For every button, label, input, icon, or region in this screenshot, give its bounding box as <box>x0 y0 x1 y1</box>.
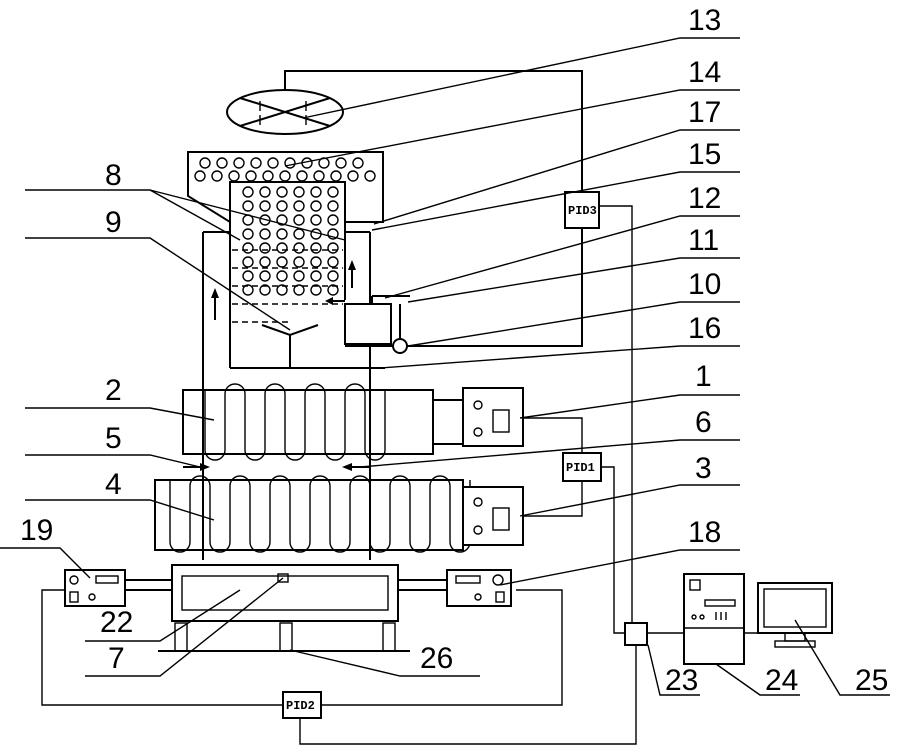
particle <box>348 171 358 181</box>
particle <box>294 229 304 239</box>
particle <box>260 271 270 281</box>
particle <box>294 257 304 267</box>
particle <box>294 285 304 295</box>
particle <box>311 271 321 281</box>
label-4: 4 <box>105 468 122 501</box>
leader-lines <box>0 38 890 695</box>
label-11: 11 <box>688 224 719 257</box>
particle <box>311 187 321 197</box>
label-26: 26 <box>420 642 453 675</box>
particle <box>243 229 253 239</box>
particle <box>260 201 270 211</box>
particle <box>294 187 304 197</box>
particle <box>260 243 270 253</box>
label-9: 9 <box>105 206 122 239</box>
particle <box>294 215 304 225</box>
column <box>203 182 385 380</box>
label-8: 8 <box>105 159 122 192</box>
label-19: 19 <box>20 514 53 547</box>
label-3: 3 <box>695 452 712 485</box>
label-18: 18 <box>688 516 721 549</box>
particle <box>243 215 253 225</box>
heater-coil-2 <box>183 384 523 460</box>
particle <box>328 271 338 281</box>
particle <box>263 171 273 181</box>
particle <box>243 271 253 281</box>
particle <box>328 187 338 197</box>
pid2-label: PID2 <box>286 699 315 713</box>
particle <box>217 158 227 168</box>
pid1-label: PID1 <box>566 461 595 475</box>
label-15: 15 <box>688 138 721 171</box>
particle <box>331 171 341 181</box>
particle <box>243 187 253 197</box>
particle <box>311 257 321 267</box>
particle <box>311 243 321 253</box>
flow-arrows-5-6 <box>183 380 370 560</box>
particle <box>277 229 287 239</box>
particle <box>328 215 338 225</box>
particle <box>353 158 363 168</box>
particle <box>243 243 253 253</box>
particle <box>319 158 329 168</box>
converter-23 <box>625 623 647 645</box>
particle <box>277 243 287 253</box>
label-17: 17 <box>688 96 721 129</box>
particle <box>243 201 253 211</box>
pid3-label: PID3 <box>568 204 597 218</box>
particle <box>314 171 324 181</box>
label-16: 16 <box>688 312 721 345</box>
particle <box>328 243 338 253</box>
label-5: 5 <box>105 422 122 455</box>
computer-25 <box>758 583 832 647</box>
label-1: 1 <box>695 360 712 393</box>
particle <box>297 171 307 181</box>
label-25: 25 <box>855 664 888 697</box>
label-22: 22 <box>100 606 133 639</box>
particle <box>328 201 338 211</box>
label-24: 24 <box>765 664 798 697</box>
particle <box>277 187 287 197</box>
particle <box>195 171 205 181</box>
particle <box>277 271 287 281</box>
particle <box>234 158 244 168</box>
label-14: 14 <box>688 56 721 89</box>
particle <box>280 171 290 181</box>
particle <box>294 271 304 281</box>
label-10: 10 <box>688 268 721 301</box>
pump-assembly <box>325 228 582 353</box>
heater-coil-4 <box>155 476 523 552</box>
label-7: 7 <box>108 642 125 675</box>
particle <box>311 215 321 225</box>
particle <box>243 257 253 267</box>
particle <box>268 158 278 168</box>
particle <box>277 257 287 267</box>
particle <box>294 201 304 211</box>
particle <box>251 158 261 168</box>
label-23: 23 <box>665 664 698 697</box>
particle <box>229 171 239 181</box>
particle <box>212 171 222 181</box>
label-6: 6 <box>695 406 712 439</box>
label-12: 12 <box>688 182 721 215</box>
particle <box>311 201 321 211</box>
particle <box>246 171 256 181</box>
particle <box>260 229 270 239</box>
label-2: 2 <box>105 374 122 407</box>
particle <box>336 158 346 168</box>
particle <box>328 257 338 267</box>
particle <box>200 158 210 168</box>
particles <box>195 158 375 295</box>
particle <box>277 201 287 211</box>
particle <box>365 171 375 181</box>
particle <box>294 243 304 253</box>
particle <box>260 187 270 197</box>
label-13: 13 <box>688 4 721 37</box>
particle <box>260 257 270 267</box>
particle <box>285 158 295 168</box>
